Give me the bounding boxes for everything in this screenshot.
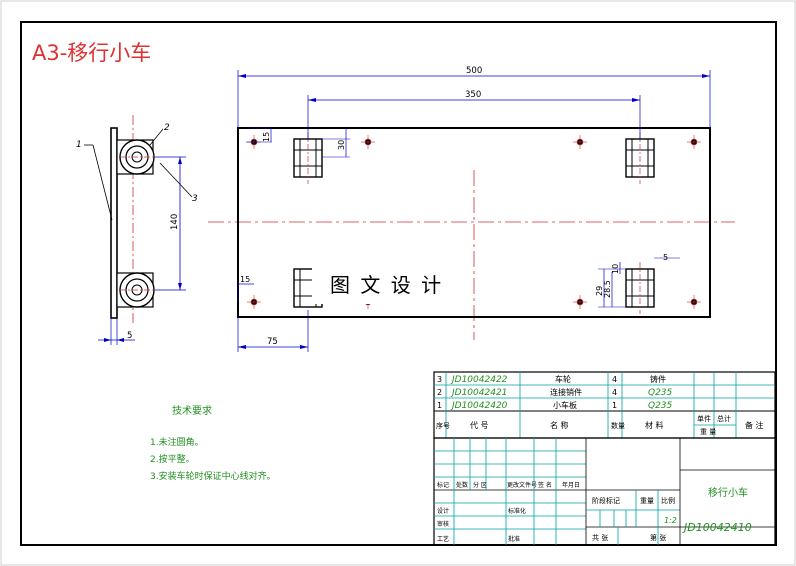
- tb-code: JD10042410: [682, 521, 752, 534]
- tb-date: 年月日: [562, 481, 580, 489]
- tb-approve: 批准: [508, 535, 520, 543]
- dim-30: 30: [337, 140, 346, 150]
- drawing-title: A3-移行小车: [32, 41, 151, 65]
- balloon-2: 2: [164, 123, 170, 133]
- bom-row-2-code: JD10042421: [450, 388, 507, 398]
- dim-350: 350: [465, 90, 481, 100]
- tech-req-title: 技术要求: [172, 404, 212, 417]
- dim-side-5: 5: [127, 331, 132, 341]
- bom-header-no: 序号: [436, 421, 450, 430]
- bom-header-remark: 备 注: [745, 420, 764, 430]
- tech-req-item-2: 2.按平整。: [150, 453, 195, 465]
- bom-row-1-name: 小车板: [553, 400, 577, 410]
- tb-change-doc: 更改文件号: [507, 481, 537, 489]
- bom-header-material: 材 料: [645, 420, 664, 430]
- tb-stage: 阶段标记: [592, 496, 620, 505]
- tb-sign: 签 名: [538, 481, 552, 489]
- wheel-block-tr: [625, 132, 655, 184]
- bom-row-1-no: 1: [437, 401, 442, 410]
- tb-sheets-total: 共 张: [592, 533, 608, 542]
- tb-design: 设计: [437, 507, 449, 515]
- tb-scale-value: 1:2: [664, 516, 677, 525]
- bom-header-code: 代 号: [470, 420, 489, 430]
- tb-count: 处数: [456, 481, 468, 489]
- bom-row-3-name: 车轮: [555, 374, 571, 384]
- title-block-text: 标记 处数 分 区 更改文件号 签 名 年月日 设计 标准化 审核 工艺 批准 …: [437, 481, 752, 543]
- watermark-text: 图 文 设 计: [330, 273, 443, 297]
- side-plate: [110, 127, 118, 319]
- technical-requirements: 技术要求 1.未注圆角。 2.按平整。 3.安装车轮时保证中心线对齐。: [150, 404, 276, 482]
- wheel-block-tl: [293, 132, 323, 184]
- tb-product: 移行小车: [708, 486, 748, 499]
- bom-header-total: 总计: [717, 414, 731, 423]
- tb-weight: 重量: [640, 497, 654, 505]
- bom-row-2-material: Q235: [648, 388, 673, 398]
- bom-row-2-qty: 4: [612, 388, 617, 397]
- front-view: 500 350 15 30 15 75 5: [208, 66, 735, 352]
- dim-15-top: 15: [262, 132, 271, 142]
- bom-header-weight: 重 量: [700, 428, 716, 436]
- bom-row-1-code: JD10042420: [450, 401, 508, 411]
- bom-text: 3 JD10042422 车轮 4 铸件 2 JD10042421 连接销件 4…: [436, 374, 764, 436]
- balloon-1: 1: [76, 140, 82, 150]
- dim-75: 75: [267, 337, 278, 347]
- tb-zone: 分 区: [473, 481, 487, 489]
- bom-row-3-material: 铸件: [650, 374, 666, 384]
- tech-req-item-1: 1.未注圆角。: [150, 436, 204, 448]
- bom-row-2-name: 连接销件: [550, 387, 582, 397]
- dim-5-right: 5: [663, 253, 668, 262]
- dim-500: 500: [466, 66, 482, 76]
- bom-row-3-no: 3: [437, 375, 442, 384]
- tb-sheet-no: 第 张: [650, 533, 666, 542]
- bom-header-name: 名 称: [550, 420, 569, 430]
- dim-10: 10: [611, 264, 620, 274]
- tb-process: 工艺: [437, 535, 449, 543]
- bom-row-1-qty: 1: [612, 401, 617, 410]
- bom-row-3-code: JD10042422: [450, 375, 508, 385]
- drawing-frame: [20, 21, 777, 546]
- bom-header-qty: 数量: [611, 421, 625, 430]
- dim-15-left: 15: [240, 275, 250, 284]
- tb-mark: 标记: [437, 481, 449, 489]
- tech-req-item-3: 3.安装车轮时保证中心线对齐。: [150, 470, 276, 482]
- bom-row-2-no: 2: [437, 388, 442, 397]
- watermark-box: [312, 264, 472, 304]
- bom-row-1-material: Q235: [648, 401, 673, 411]
- bom-header-unit: 单件: [697, 414, 711, 423]
- balloon-3: 3: [192, 194, 198, 204]
- tb-scale: 比例: [661, 496, 675, 505]
- side-view: 1 2 3 140 5: [76, 115, 198, 345]
- wheel-block-br: [625, 262, 655, 314]
- cart-plate: [237, 127, 711, 318]
- tb-standard: 标准化: [508, 507, 526, 515]
- title-block: [433, 437, 776, 546]
- tb-review: 审核: [437, 520, 449, 528]
- dim-28-5: 28.5: [603, 280, 612, 298]
- bom-row-3-qty: 4: [612, 375, 617, 384]
- dim-29: 29: [595, 286, 604, 296]
- dim-side-140: 140: [170, 214, 180, 230]
